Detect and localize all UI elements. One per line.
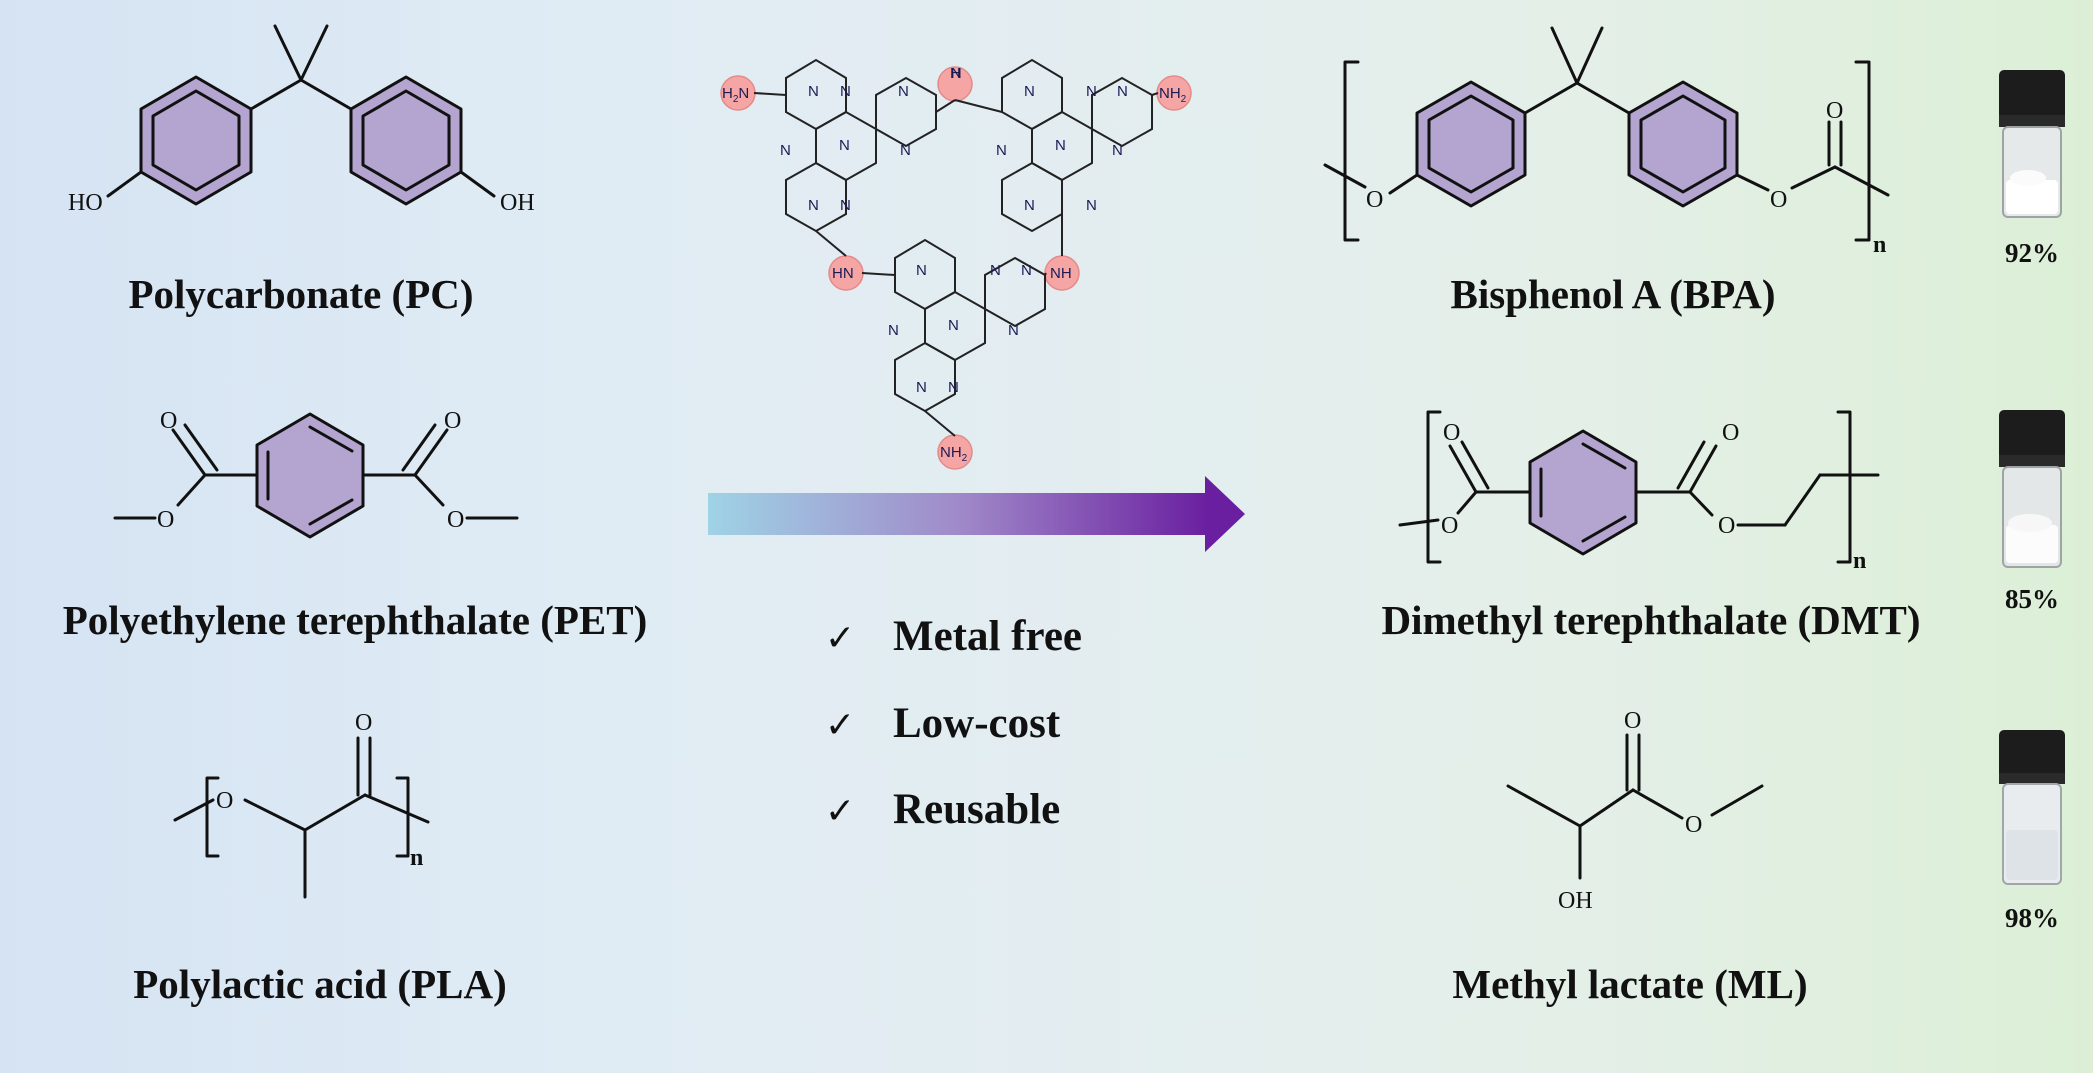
dmt-o-carbonyl-right: O (1722, 420, 1739, 446)
pet-structure (113, 412, 519, 539)
pet-o-ester-right: O (447, 507, 464, 533)
dmt-o-ester-left: O (1441, 513, 1458, 539)
feature-text: Low-cost (893, 700, 1061, 747)
bpa-o-carbonyl: O (1826, 98, 1843, 124)
h2n-label-left: H2N (722, 85, 749, 105)
reaction-arrow (708, 476, 1245, 552)
n-atom: N (948, 379, 959, 396)
pc-ho-label: HO (68, 190, 103, 216)
n-atom: N (990, 262, 1001, 279)
pet-o-carbonyl-right: O (444, 408, 461, 434)
feature-metal-free: ✓ Metal free (825, 612, 1082, 661)
n-atom: N (1086, 83, 1097, 100)
ml-oh-label: OH (1558, 888, 1593, 914)
nh-label-top-h: NH (950, 65, 962, 82)
catalyst-structure: N N N N N N N N N N N N N N N N N N N N … (720, 58, 1192, 470)
n-atom: N (840, 197, 851, 214)
n-atom: N (888, 322, 899, 339)
n-atom: N (1024, 83, 1035, 100)
nh2-label-bottom: NH2 (940, 444, 968, 464)
pc-ring-right-inner (361, 89, 451, 192)
feature-text: Metal free (893, 613, 1082, 660)
n-atom: N (780, 142, 791, 159)
bpa-structure (1323, 26, 1890, 242)
ml-o-carbonyl: O (1624, 708, 1641, 734)
vial-ml (1999, 730, 2065, 885)
feature-reusable: ✓ Reusable (825, 785, 1060, 834)
n-atom: N (1086, 197, 1097, 214)
dmt-ring (1528, 429, 1638, 556)
yield-ml: 98% (2005, 903, 2059, 933)
n-atom: N (840, 83, 851, 100)
pc-ring-right (349, 75, 463, 206)
check-icon: ✓ (825, 618, 856, 659)
pla-o-ester: O (216, 788, 233, 814)
n-atom: N (1055, 137, 1066, 154)
vial-bpa (1999, 70, 2065, 218)
bpa-n-subscript: n (1873, 232, 1886, 258)
dmt-structure (1398, 410, 1880, 564)
pet-ring (255, 412, 365, 539)
dmt-n-subscript: n (1853, 548, 1866, 574)
n-atom: N (1021, 262, 1032, 279)
pet-o-carbonyl-left: O (160, 408, 177, 434)
feature-low-cost: ✓ Low-cost (825, 699, 1060, 748)
n-atom: N (948, 317, 959, 334)
amine-highlights (720, 66, 1192, 470)
n-atom: N (900, 142, 911, 159)
pc-oh-label: OH (500, 190, 535, 216)
nh2-label-right: NH2 (1159, 85, 1187, 105)
n-atom: N (1008, 322, 1019, 339)
n-atom: N (898, 83, 909, 100)
n-atom: N (996, 142, 1007, 159)
pc-ring-left (139, 75, 253, 206)
n-atom: N (1112, 142, 1123, 159)
ml-label: Methyl lactate (ML) (1452, 961, 1808, 1007)
n-atom: N (808, 83, 819, 100)
pet-label: Polyethylene terephthalate (PET) (62, 597, 648, 643)
ml-structure (1506, 733, 1764, 880)
pc-ring-left-inner (151, 89, 241, 192)
pla-n-subscript: n (410, 845, 423, 871)
pla-o-carbonyl: O (355, 710, 372, 736)
pc-structure (106, 24, 496, 206)
dmt-o-ester-right: O (1718, 513, 1735, 539)
bpa-label: Bisphenol A (BPA) (1450, 271, 1776, 317)
n-atom: N (839, 137, 850, 154)
bpa-o-right: O (1770, 187, 1787, 213)
hn-label-left: HN (832, 265, 854, 282)
nh-label-right: NH (1050, 265, 1072, 282)
n-atom: N (1117, 83, 1128, 100)
n-atom: N (916, 379, 927, 396)
n-atom: N (1024, 197, 1035, 214)
check-icon: ✓ (825, 791, 856, 832)
feature-text: Reusable (893, 786, 1061, 833)
pet-o-ester-left: O (157, 507, 174, 533)
n-atom: N (808, 197, 819, 214)
vial-dmt (1999, 410, 2065, 568)
dmt-label: Dimethyl terephthalate (DMT) (1381, 597, 1921, 643)
bpa-o-left: O (1366, 187, 1383, 213)
pla-label: Polylactic acid (PLA) (133, 961, 507, 1007)
dmt-o-carbonyl-left: O (1443, 420, 1460, 446)
yield-dmt: 85% (2005, 584, 2059, 614)
bpa-ring-left (1415, 80, 1527, 208)
ml-o-ester: O (1685, 812, 1702, 838)
yield-bpa: 92% (2005, 238, 2059, 268)
pc-label: Polycarbonate (PC) (128, 271, 474, 317)
check-icon: ✓ (825, 705, 856, 746)
bpa-ring-right (1627, 80, 1739, 208)
pla-structure (173, 736, 430, 899)
n-atom: N (916, 262, 927, 279)
